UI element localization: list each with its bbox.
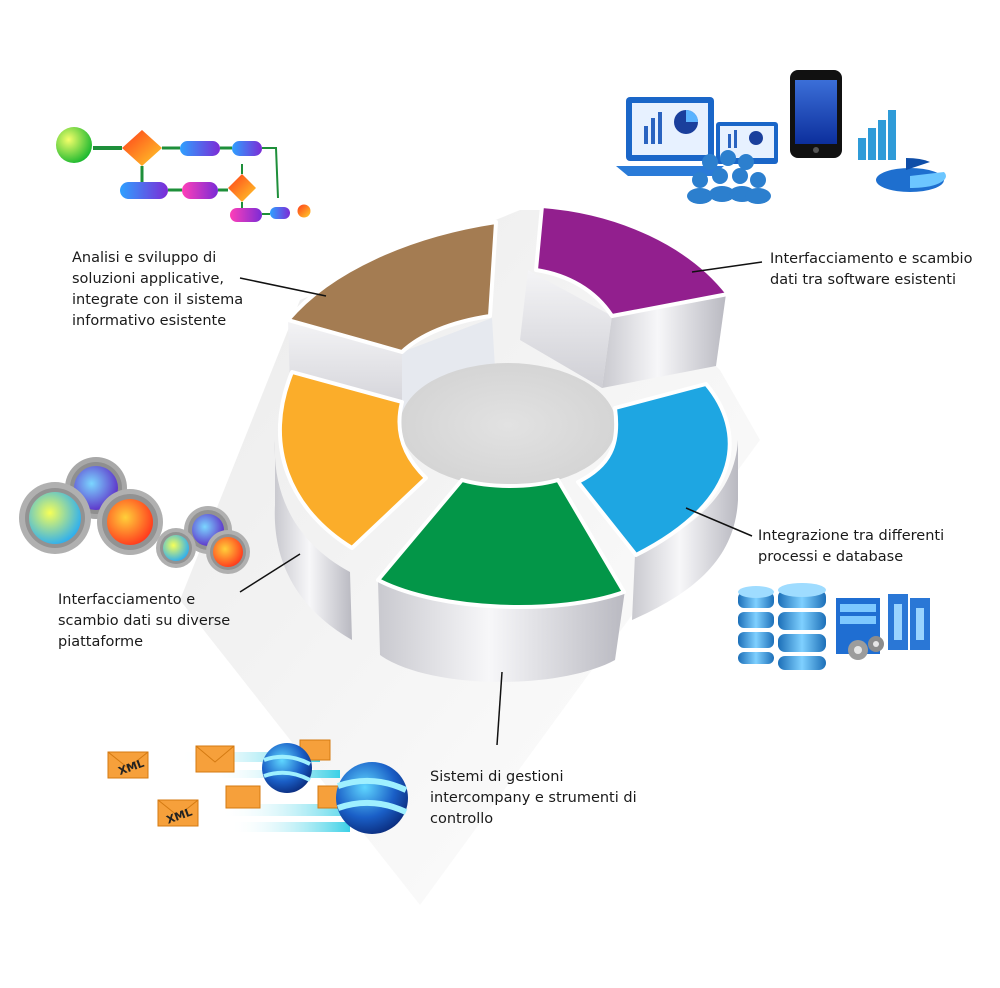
leader-analysis bbox=[239, 277, 327, 297]
devices-network-icon bbox=[616, 70, 946, 204]
caption-line: Interfacciamento e bbox=[58, 592, 196, 608]
caption-platform-exchange: Interfacciamento e scambio dati su diver… bbox=[58, 590, 230, 653]
segment-analysis bbox=[286, 220, 498, 354]
caption-line: controllo bbox=[430, 811, 494, 827]
leader-database-integration bbox=[685, 507, 753, 537]
caption-database-integration: Integrazione tra differenti processi e d… bbox=[758, 526, 944, 568]
segment-platform-exchange bbox=[277, 370, 428, 550]
caption-line: Analisi e sviluppo di bbox=[72, 250, 217, 266]
side-blue bbox=[632, 440, 738, 620]
caption-line: scambio dati su diverse bbox=[58, 613, 231, 629]
caption-line: Sistemi di gestioni bbox=[430, 769, 564, 785]
caption-line: Integrazione tra differenti bbox=[758, 528, 945, 544]
segment-software-exchange bbox=[534, 204, 730, 318]
leader-intercompany bbox=[496, 671, 503, 746]
caption-line: processi e database bbox=[758, 549, 904, 565]
gears-icon bbox=[19, 457, 250, 574]
caption-line: informativo esistente bbox=[72, 313, 227, 329]
xml-globe-icon: XML XML bbox=[107, 739, 408, 834]
ring-segments bbox=[277, 204, 732, 609]
caption-intercompany: Sistemi di gestioni intercompany e strum… bbox=[430, 767, 637, 830]
segment-database-integration bbox=[576, 382, 732, 557]
caption-line: piattaforme bbox=[58, 634, 144, 650]
caption-line: integrate con il sistema bbox=[72, 292, 244, 308]
leader-software-exchange bbox=[691, 261, 763, 273]
caption-line: soluzioni applicative, bbox=[72, 271, 225, 287]
side-orange bbox=[274, 440, 352, 640]
leader-platform-exchange bbox=[239, 553, 301, 593]
caption-analysis: Analisi e sviluppo di soluzioni applicat… bbox=[72, 248, 243, 332]
side-purple-outer bbox=[602, 294, 726, 388]
caption-line: intercompany e strumenti di bbox=[430, 790, 637, 806]
caption-line: dati tra software esistenti bbox=[770, 272, 957, 288]
flowchart-icon bbox=[56, 127, 311, 222]
database-server-icon bbox=[738, 583, 930, 670]
segment-intercompany bbox=[376, 478, 626, 609]
caption-software-exchange: Interfacciamento e scambio dati tra soft… bbox=[770, 249, 972, 291]
side-purple bbox=[520, 270, 612, 388]
ring-hub bbox=[400, 363, 616, 487]
caption-line: Interfacciamento e scambio bbox=[770, 251, 973, 267]
leader-lines bbox=[239, 261, 763, 746]
